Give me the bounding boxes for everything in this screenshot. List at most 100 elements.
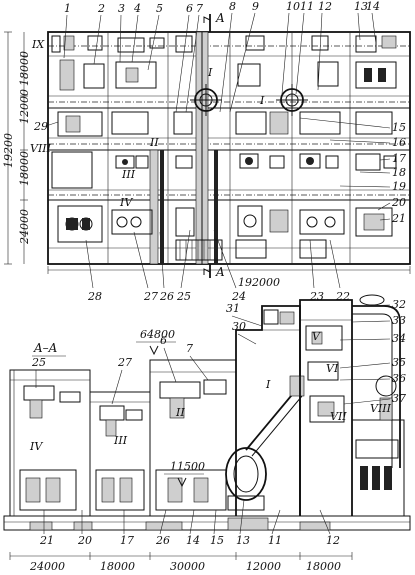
callout-27: 27: [143, 290, 158, 303]
bay-label-III: III: [121, 168, 136, 181]
converter-vessel: [225, 447, 267, 511]
callout-14: 14: [366, 0, 380, 13]
dim-total-length: 192000: [238, 276, 280, 289]
callout-25-section: 25: [31, 356, 46, 369]
callout-20-section: 20: [77, 534, 92, 547]
callout-21: 21: [391, 212, 406, 225]
section-callouts-left: 25 27 6 7: [31, 334, 209, 405]
bay-label-II: II: [149, 136, 159, 149]
callout-35: 35: [392, 356, 406, 369]
callout-26: 26: [159, 290, 174, 303]
callout-29: 29: [33, 120, 48, 133]
bay-label-I-a: I: [207, 66, 213, 79]
plan-bottom-dimension: 192000: [47, 266, 411, 289]
level-64800: 64800: [140, 328, 175, 341]
dim-bay-24000: 24000: [18, 209, 31, 245]
bay-label-VIII: VIII: [30, 142, 52, 155]
callout-18: 18: [392, 166, 406, 179]
section-bay-III: III: [113, 434, 128, 447]
callout-22: 22: [335, 290, 350, 303]
callout-25: 25: [176, 290, 191, 303]
callout-17: 17: [392, 152, 406, 165]
callout-1: 1: [64, 2, 71, 15]
callout-34: 34: [392, 332, 406, 345]
dim-18000-b: 18000: [306, 560, 341, 573]
callout-20: 20: [391, 196, 406, 209]
converter-left: [190, 84, 222, 116]
plan-outline: [47, 31, 411, 265]
callout-13: 13: [354, 0, 368, 13]
section-mark-top: A: [215, 11, 225, 25]
plan-callouts-top: 1 2 3 4 5 6 7 8 9 10 11 12 13 14: [63, 0, 380, 113]
callout-30: 30: [232, 320, 246, 333]
dim-bay-18000: 18000: [18, 151, 31, 186]
callout-12-section: 12: [326, 534, 340, 547]
section-bay-VIII: VIII: [370, 402, 392, 415]
section-title: A–A: [33, 341, 58, 355]
callout-17-section: 17: [120, 534, 134, 547]
callout-15: 15: [392, 121, 406, 134]
callout-24: 24: [231, 290, 246, 303]
section-bay-V: V: [312, 330, 321, 343]
callout-7-section: 7: [186, 342, 193, 355]
plan-roman-labels: IX VIII I I II III IV: [30, 38, 265, 209]
dim-24000: 24000: [29, 560, 65, 573]
dim-12000: 12000: [246, 560, 281, 573]
dim-bay-18000-top: 18000: [18, 51, 31, 86]
callout-3: 3: [118, 2, 125, 15]
section-bay-VI: VI: [326, 362, 339, 375]
callout-23: 23: [309, 290, 324, 303]
bay-label-IX: IX: [31, 38, 45, 51]
callout-21-section: 21: [39, 534, 54, 547]
converter-right: [276, 84, 308, 116]
level-11500: 11500: [170, 460, 205, 473]
callout-15-section: 15: [210, 534, 224, 547]
plan-callouts-right: 15 16 17 18 19 20 21: [299, 117, 406, 225]
section-callouts-bottom: 21 20 17 26 14 15 13 11 12: [39, 499, 340, 547]
callout-26-section: 26: [155, 534, 170, 547]
callout-32: 32: [392, 298, 406, 311]
section-roman-labels: I II III IV V VI VII VIII: [29, 330, 392, 453]
plan-view: [47, 31, 411, 265]
section-bay-I: I: [265, 378, 271, 391]
callout-11-section: 11: [268, 534, 282, 547]
callout-14-section: 14: [186, 534, 200, 547]
section-bottom-dimensions: 24000 18000 30000 12000 18000: [9, 552, 353, 573]
callout-10: 10: [286, 0, 300, 13]
bay-label-I-b: I: [259, 94, 265, 107]
callout-8: 8: [229, 0, 236, 13]
section-cut-markers: A A: [203, 11, 225, 279]
callout-33: 33: [392, 314, 406, 327]
callout-7: 7: [196, 2, 203, 15]
callout-37: 37: [392, 392, 406, 405]
callout-27-section: 27: [117, 356, 132, 369]
callout-6: 6: [186, 2, 193, 15]
section-bay-IV: IV: [29, 440, 43, 453]
callout-28: 28: [87, 290, 102, 303]
callout-6-section: 6: [160, 334, 167, 347]
callout-5: 5: [156, 2, 163, 15]
plan-left-callout: 29: [33, 120, 59, 133]
callout-2: 2: [97, 2, 105, 15]
callout-4: 4: [133, 2, 141, 15]
bay-label-IV: IV: [119, 196, 133, 209]
dim-30000: 30000: [170, 560, 205, 573]
plan-callouts-bottom: 28 27 26 25 24 23 22: [85, 229, 350, 303]
callout-13-section: 13: [236, 534, 250, 547]
callout-31: 31: [226, 302, 240, 315]
section-levels: 64800 11500: [136, 328, 205, 488]
callout-9: 9: [252, 0, 259, 13]
callout-11: 11: [300, 0, 314, 13]
section-callouts-right: 31 30 32 33 34 35 36 37: [226, 298, 406, 405]
plan-left-dimensions: 19200 18000 12000 18000 24000: [2, 31, 31, 265]
section-mark-bottom: A: [215, 265, 225, 279]
section-bay-II: II: [175, 406, 185, 419]
callout-16: 16: [392, 136, 406, 149]
section-bay-VII: VII: [330, 410, 347, 423]
section-view: A–A: [3, 294, 411, 531]
callout-12: 12: [318, 0, 332, 13]
callout-19: 19: [392, 180, 406, 193]
dim-total-width: 19200: [2, 133, 15, 168]
dim-18000-a: 18000: [100, 560, 135, 573]
